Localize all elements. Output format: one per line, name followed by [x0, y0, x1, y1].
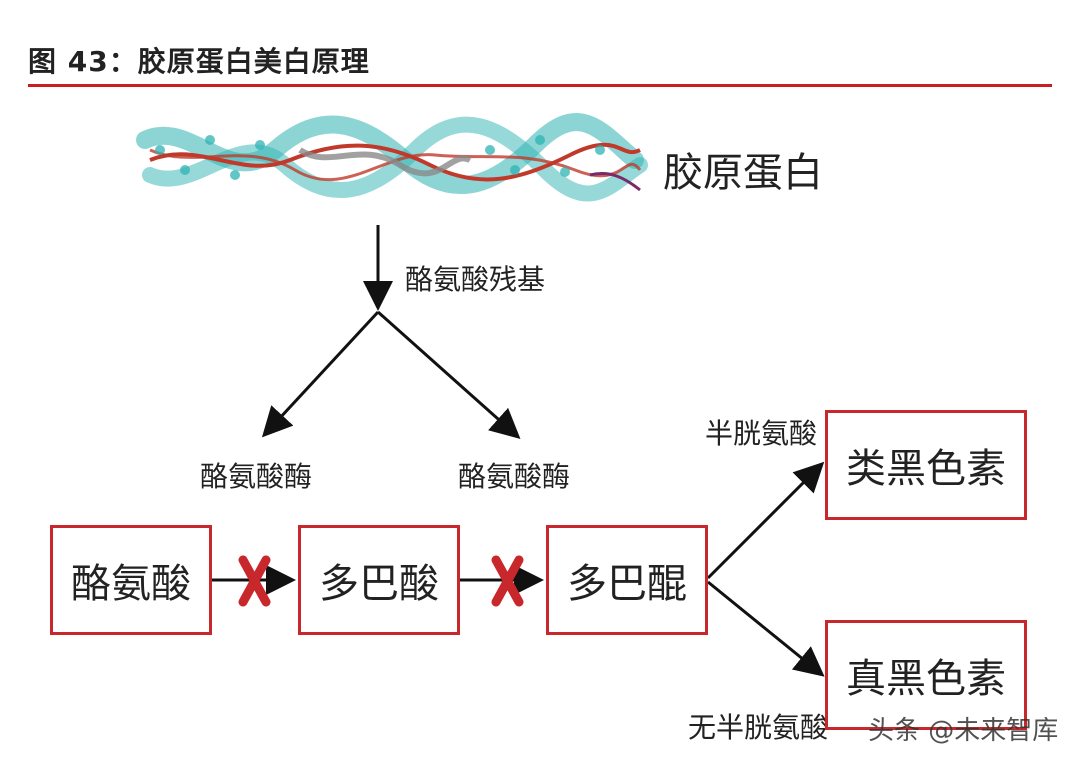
dopa-box: 多巴酸	[298, 525, 460, 635]
arrow-to-pheomelanin	[706, 461, 825, 580]
enzyme-label-right: 酪氨酸酶	[458, 460, 571, 493]
arrow-split-left	[261, 310, 380, 438]
enzyme-label-left: 酪氨酸酶	[200, 460, 313, 493]
arrow-to-eumelanin	[707, 580, 825, 677]
block-x-icon	[238, 555, 271, 607]
figure-title: 图 43：胶原蛋白美白原理	[28, 45, 370, 78]
no-cysteine-label: 无半胱氨酸	[688, 711, 829, 744]
block-x-icon	[491, 555, 524, 607]
dopaquinone-box: 多巴醌	[546, 525, 708, 635]
tyrosine-box: 酪氨酸	[50, 525, 212, 635]
cysteine-label: 半胱氨酸	[705, 417, 818, 450]
title-divider	[28, 84, 1052, 87]
pheomelanin-box: 类黑色素	[825, 410, 1027, 520]
collagen-molecule-image	[136, 113, 648, 202]
watermark-text: 头条 @未来智库	[868, 716, 1059, 746]
eumelanin-box: 真黑色素	[825, 620, 1027, 730]
arrow-split-right	[377, 310, 521, 439]
collagen-label: 胶原蛋白	[663, 150, 823, 196]
residue-label: 酪氨酸残基	[405, 263, 546, 296]
